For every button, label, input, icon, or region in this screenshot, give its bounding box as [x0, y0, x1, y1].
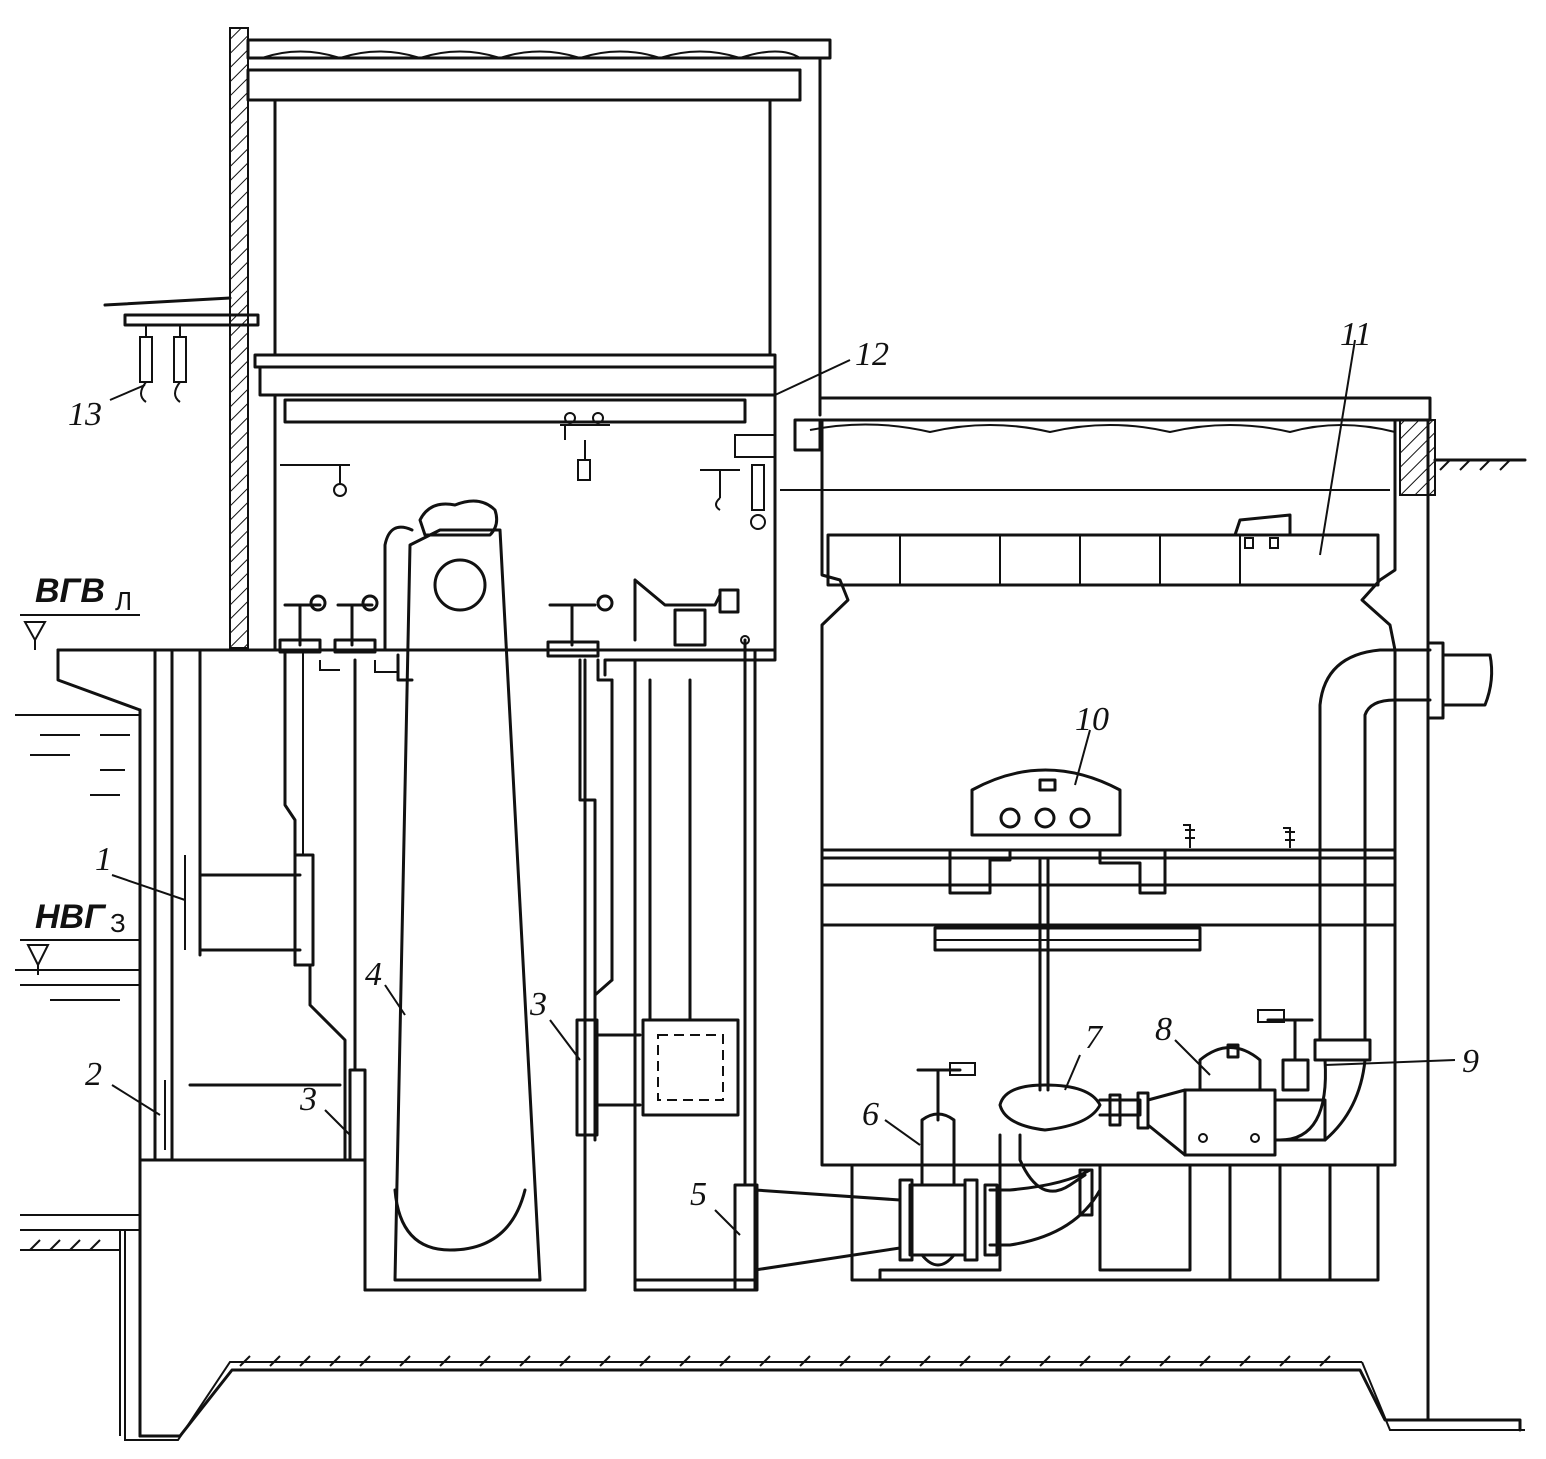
callout-4: 4 — [365, 956, 382, 993]
callout-12: 12 — [855, 336, 889, 373]
ground-floor-slab — [56, 648, 777, 1438]
leader-lines — [109, 339, 1456, 1236]
callouts: 1 2 3 3 4 5 6 7 8 9 10 11 12 13 — [68, 316, 1479, 1213]
hatched-wall — [229, 27, 249, 649]
upper-level-label: ВГВ — [35, 572, 105, 610]
lower-level-subscript: З — [110, 908, 126, 938]
callout-8: 8 — [1155, 1011, 1172, 1048]
foundation — [20, 1214, 1525, 1441]
callout-6: 6 — [862, 1096, 879, 1133]
upper-level-subscript: Л — [115, 586, 132, 616]
travelling-screen — [363, 499, 587, 1292]
callout-9: 9 — [1462, 1043, 1479, 1080]
middle-chamber — [633, 578, 759, 1292]
callout-11: 11 — [1340, 316, 1371, 353]
upper-water-level-marker: ВГВ Л — [20, 572, 140, 650]
pump-hall — [753, 396, 1527, 1422]
callout-3-right: 3 — [529, 986, 547, 1023]
lower-level-label: НВГ — [35, 898, 107, 936]
intake-chambers — [138, 594, 398, 1162]
callout-2: 2 — [85, 1056, 102, 1093]
callout-7: 7 — [1085, 1019, 1104, 1056]
second-gate — [546, 594, 642, 1142]
lower-water-level-marker: НВГ З — [20, 898, 140, 975]
callout-3-left: 3 — [299, 1081, 317, 1118]
callout-5: 5 — [690, 1176, 707, 1213]
callout-10: 10 — [1075, 701, 1109, 738]
upper-building — [103, 27, 832, 652]
callout-13: 13 — [68, 396, 102, 433]
callout-1: 1 — [95, 841, 112, 878]
water-surface-marks — [15, 714, 140, 1001]
